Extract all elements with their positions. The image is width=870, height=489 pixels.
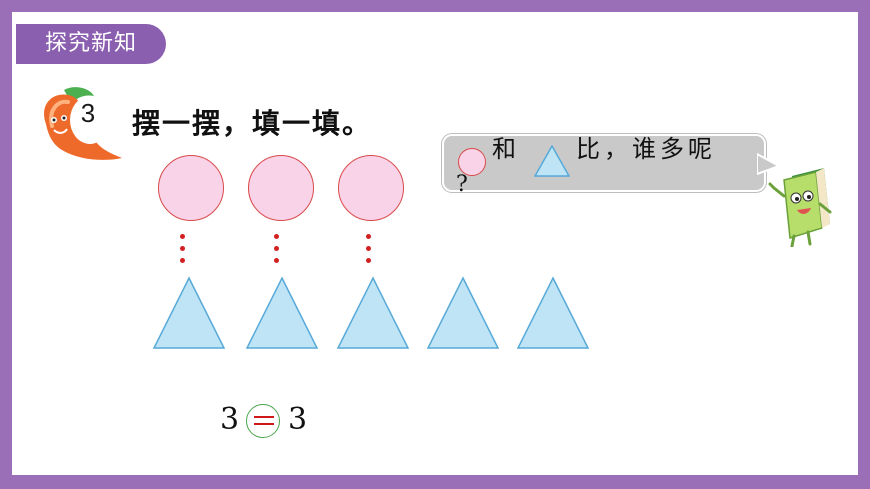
triangle-shape	[152, 276, 226, 349]
bubble-word-and: 和	[492, 135, 516, 163]
equals-sign-icon	[254, 416, 274, 426]
bubble-word-compare: 比，谁多呢	[576, 135, 716, 163]
equation-left: 3	[220, 402, 240, 437]
equation-right: 3	[288, 402, 308, 437]
speech-bubble	[442, 134, 766, 192]
mini-triangle-icon	[534, 145, 570, 177]
answer-circle	[246, 404, 280, 438]
chili-pepper-badge-icon	[44, 87, 122, 160]
triangle-shape	[426, 276, 500, 349]
section-title: 探究新知	[16, 24, 166, 64]
connector-dots	[180, 234, 186, 274]
circle-shape	[338, 155, 404, 221]
bubble-question-mark: ?	[456, 172, 468, 197]
mini-circle-icon	[458, 148, 486, 176]
triangle-shape	[516, 276, 590, 349]
speech-bubble-tail	[757, 152, 779, 176]
book-mascot-icon	[768, 168, 832, 247]
triangle-shape	[245, 276, 319, 349]
circle-shape	[158, 155, 224, 221]
connector-dots	[274, 234, 280, 274]
problem-number: 3	[80, 98, 96, 128]
connector-dots	[366, 234, 372, 274]
slide: 探究新知 3 摆一摆，填一填。 和 比，谁多呢 ?	[12, 12, 858, 475]
circle-shape	[248, 155, 314, 221]
instruction-text: 摆一摆，填一填。	[132, 107, 373, 140]
triangle-shape	[336, 276, 410, 349]
